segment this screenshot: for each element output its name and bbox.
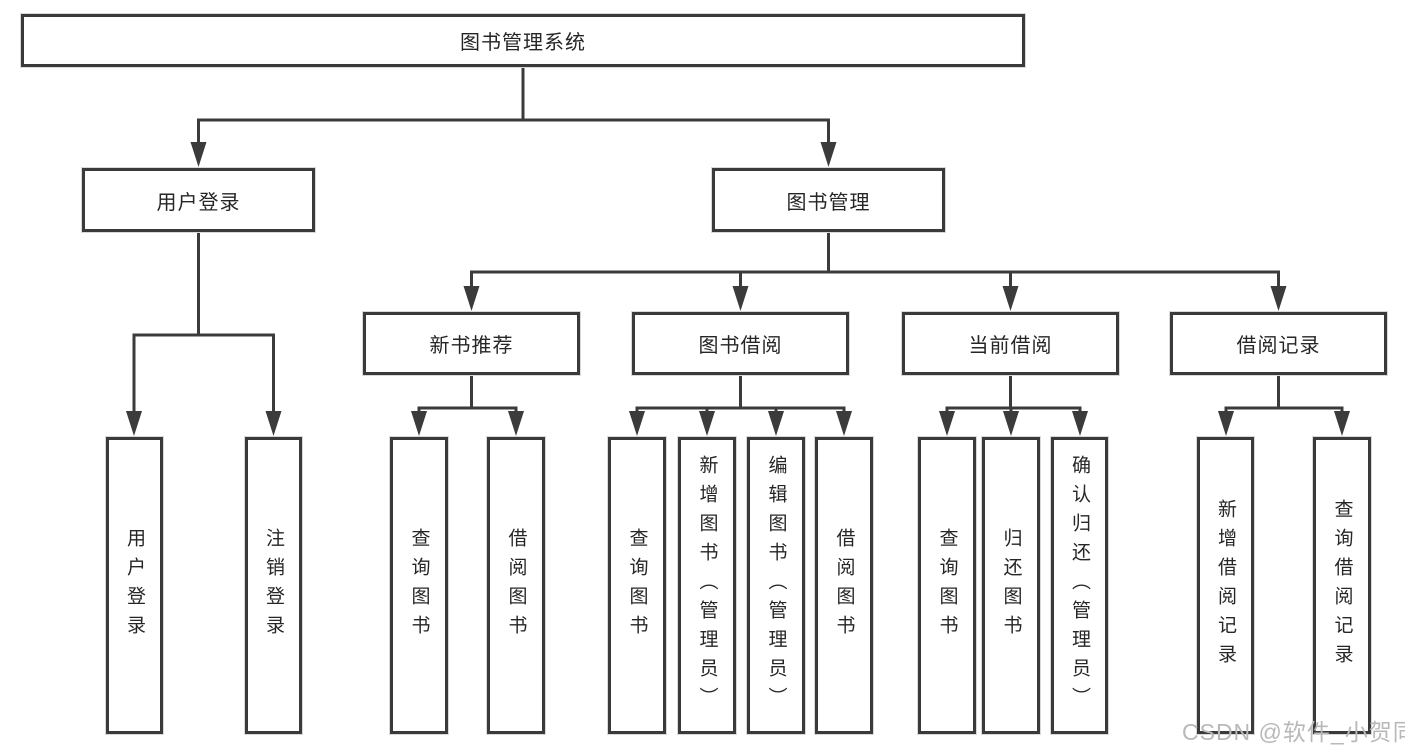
node-current-borrowing-label: 当前借阅 (968, 335, 1053, 357)
node-login: 用户登录 (106, 437, 163, 734)
node-root-label: 图书管理系统 (460, 32, 586, 54)
node-new-book-recommendation-label: 新书推荐 (429, 335, 514, 357)
node-records-query: 查询借阅记录 (1313, 437, 1371, 734)
node-current-query-books-label: 查询图书 (936, 527, 958, 644)
node-rec-query-books-label: 查询图书 (408, 527, 430, 644)
node-user-login-group: 用户登录 (82, 168, 315, 232)
watermark: CSDN @软件_小贺同学 (1182, 719, 1405, 745)
node-records-query-label: 查询借阅记录 (1331, 498, 1353, 673)
node-logout-label: 注销登录 (263, 527, 284, 644)
node-records-add: 新增借阅记录 (1197, 437, 1254, 734)
node-borrow-add-books-admin: 新增图书（管理员） (678, 437, 736, 734)
node-borrow-edit-books-admin-label: 编辑图书（管理员） (765, 455, 787, 716)
node-borrow-borrow-books: 借阅图书 (815, 437, 873, 734)
node-borrow-query-books-label: 查询图书 (626, 527, 648, 644)
node-rec-borrow-books-label: 借阅图书 (505, 527, 527, 644)
node-book-borrowing: 图书借阅 (632, 312, 849, 375)
node-borrowing-records: 借阅记录 (1170, 312, 1387, 375)
node-rec-borrow-books: 借阅图书 (487, 437, 545, 734)
node-book-management-label: 图书管理 (786, 191, 871, 214)
node-current-confirm-return-admin-label: 确认归还（管理员） (1069, 455, 1090, 716)
node-book-borrowing-label: 图书借阅 (698, 335, 783, 357)
node-borrow-add-books-admin-label: 新增图书（管理员） (696, 455, 718, 716)
node-current-borrowing: 当前借阅 (902, 312, 1119, 375)
node-current-return-books: 归还图书 (982, 437, 1040, 734)
node-current-return-books-label: 归还图书 (1000, 527, 1022, 644)
node-login-label: 用户登录 (124, 527, 145, 644)
node-records-add-label: 新增借阅记录 (1215, 498, 1236, 673)
node-borrow-edit-books-admin: 编辑图书（管理员） (747, 437, 805, 734)
node-current-query-books: 查询图书 (918, 437, 976, 734)
node-borrow-query-books: 查询图书 (608, 437, 666, 734)
node-new-book-recommendation: 新书推荐 (363, 312, 580, 375)
node-book-management: 图书管理 (712, 168, 945, 232)
node-borrow-borrow-books-label: 借阅图书 (833, 527, 855, 644)
node-user-login-group-label: 用户登录 (156, 191, 241, 214)
node-rec-query-books: 查询图书 (390, 437, 448, 734)
node-logout: 注销登录 (245, 437, 302, 734)
node-current-confirm-return-admin: 确认归还（管理员） (1051, 437, 1108, 734)
node-borrowing-records-label: 借阅记录 (1236, 335, 1321, 357)
node-root: 图书管理系统 (21, 14, 1025, 67)
